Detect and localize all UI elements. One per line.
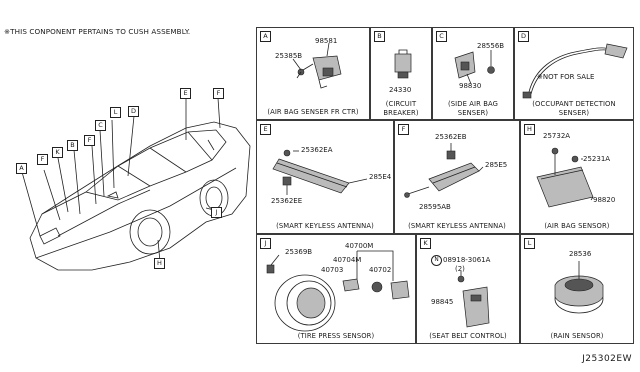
cush-assembly-note: ※THIS CONPONENT PERTAINS TO CUSH ASSEMBL… <box>4 27 191 36</box>
car-tag-e: E <box>180 88 191 99</box>
part-number: 25385B <box>275 52 303 60</box>
part-number: 98581 <box>315 37 338 45</box>
part-number: 98845 <box>431 298 454 306</box>
panel-caption: (RAIN SENSOR) <box>550 332 604 340</box>
smart-keyless-antenna-f-icon <box>404 143 484 198</box>
panel-label: K <box>420 238 431 249</box>
panel-caption: (AIR BAG SENSER FR CTR) <box>267 108 359 116</box>
part-number: 25362EE <box>271 197 303 205</box>
panel-l-rain-sensor: L 28536 (RAIN SENSOR) <box>520 234 634 344</box>
panel-f-smart-keyless-antenna: F 25362EB 285E5 28595AB (SMART KEYLESS A… <box>394 120 520 234</box>
panel-caption: (CIRCUIT <box>385 100 417 108</box>
panel-h-air-bag-sensor: H 25732A 25231A 98820 (AIR BAG SENSOR) <box>520 120 634 234</box>
part-number: 28536 <box>569 250 592 258</box>
air-bag-sensor-unit-icon <box>536 147 594 208</box>
part-number: 25369B <box>285 248 313 256</box>
panel-label: E <box>260 124 271 135</box>
part-quantity: (2) <box>455 265 465 273</box>
panel-caption-2: SENSER) <box>558 109 590 117</box>
part-number: 25362EB <box>435 133 467 141</box>
part-number: 25362EA <box>301 146 333 154</box>
car-tag-f3: F <box>213 88 224 99</box>
car-tag-h: H <box>154 258 165 269</box>
panel-k-seat-belt-control: K N 08918-3061A (2) 98845 (SEAT BELT CON… <box>416 234 520 344</box>
part-number: 25231A <box>583 155 611 163</box>
panel-caption-2: BREAKER) <box>383 109 419 117</box>
panel-e-smart-keyless-antenna: E 25362EA 285E4 25362EE (SMART KEYLESS A… <box>256 120 394 234</box>
part-number: 98830 <box>459 82 482 90</box>
panel-label: B <box>374 31 385 42</box>
panel-caption: (TIRE PRESS SENSOR) <box>297 332 375 340</box>
panel-label: J <box>260 238 271 249</box>
part-number: 285E5 <box>485 161 508 169</box>
part-number: 28595AB <box>419 203 451 211</box>
panel-caption: (SMART KEYLESS ANTENNA) <box>276 222 374 230</box>
not-for-sale-note: ※NOT FOR SALE <box>537 73 595 81</box>
smart-keyless-antenna-e-icon <box>272 149 368 195</box>
panel-a-air-bag-senser-fr-ctr: A 98581 25385B (AIR BAG SENSER FR CTR) <box>256 27 370 120</box>
part-number: 25732A <box>543 132 571 140</box>
car-tag-f: F <box>37 154 48 165</box>
part-number-circle: N <box>431 255 442 266</box>
side-air-bag-sensor-icon <box>454 50 495 85</box>
panel-d-occupant-detection-senser: D ※NOT FOR SALE (OCCUPANT DETECTION SENS… <box>514 27 634 120</box>
occupant-detection-sensor-icon <box>522 43 628 99</box>
car-tag-d: D <box>128 106 139 117</box>
circuit-breaker-icon <box>394 49 412 79</box>
part-number: 28556B <box>477 42 505 50</box>
seat-belt-control-icon <box>457 271 490 328</box>
diagram-reference-code: J25302EW <box>582 354 632 364</box>
part-number: 24330 <box>389 86 412 94</box>
panel-b-circuit-breaker: B 24330 (CIRCUIT BREAKER) <box>370 27 432 120</box>
air-bag-sensor-fr-icon <box>292 42 342 89</box>
part-number: 98820 <box>593 196 616 204</box>
part-number: 40704M <box>333 256 362 264</box>
car-tag-a: A <box>16 163 27 174</box>
car-tag-f2: F <box>84 135 95 146</box>
part-number: 285E4 <box>369 173 392 181</box>
part-number: 40700M <box>345 242 374 250</box>
panel-caption: (SIDE AIR BAG <box>448 100 498 108</box>
panel-label: L <box>524 238 535 249</box>
panel-caption: (SEAT BELT CONTROL) <box>429 332 507 340</box>
tire-press-sensor-icon <box>266 250 410 332</box>
panel-caption: (OCCUPANT DETECTION <box>532 100 616 108</box>
car-tag-j: J <box>211 207 222 218</box>
rain-sensor-icon <box>554 261 604 314</box>
panel-label: H <box>524 124 535 135</box>
car-tag-l: L <box>110 107 121 118</box>
part-number: 40703 <box>321 266 344 274</box>
part-number: 08918-3061A <box>443 256 491 264</box>
panel-caption-2: SENSER) <box>457 109 489 117</box>
panel-caption: (SMART KEYLESS ANTENNA) <box>408 222 506 230</box>
vehicle-illustration <box>21 97 251 271</box>
panel-c-side-air-bag-senser: C 28556B 98830 (SIDE AIR BAG SENSER) <box>432 27 514 120</box>
panel-label: C <box>436 31 447 42</box>
car-tag-b: B <box>67 140 78 151</box>
car-tag-c: C <box>95 120 106 131</box>
part-number: 40702 <box>369 266 392 274</box>
car-tag-k: K <box>52 147 63 158</box>
panel-label: D <box>518 31 529 42</box>
panel-label: A <box>260 31 271 42</box>
panel-label: F <box>398 124 409 135</box>
panel-caption: (AIR BAG SENSOR) <box>544 222 610 230</box>
panel-j-tire-press-sensor: J 25369B 40700M 40704M 40703 40702 (TIRE… <box>256 234 416 344</box>
